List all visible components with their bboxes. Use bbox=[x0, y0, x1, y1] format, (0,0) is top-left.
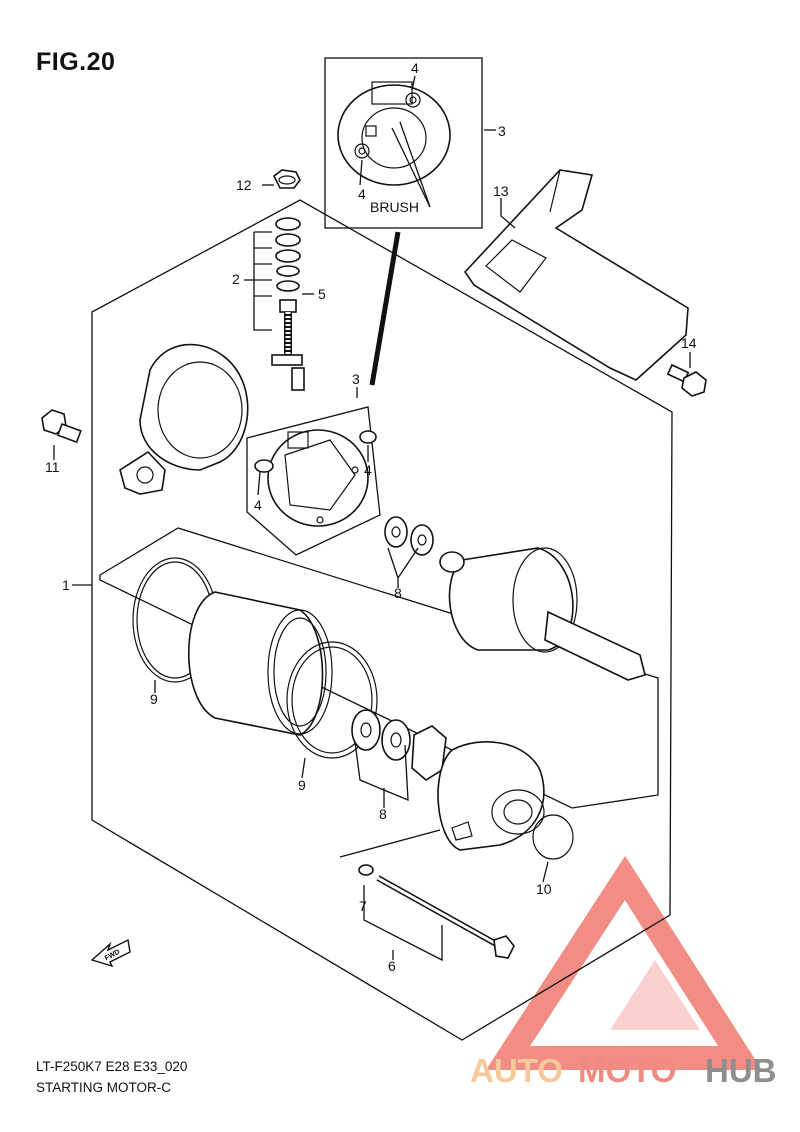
callout-8-top: 8 bbox=[394, 585, 402, 601]
brush-plate-3 bbox=[267, 429, 369, 527]
callout-9-right: 9 bbox=[298, 777, 306, 793]
callout-4-main-right: 4 bbox=[364, 462, 372, 478]
through-bolt-6 bbox=[376, 875, 515, 959]
inset-pointer bbox=[369, 231, 401, 386]
callout-9-left: 9 bbox=[150, 691, 158, 707]
brush-holder-outline bbox=[246, 406, 381, 556]
leader-lines bbox=[53, 75, 691, 962]
screw-4-left bbox=[254, 459, 274, 473]
brush-label: BRUSH bbox=[370, 199, 419, 215]
bolt-14 bbox=[666, 363, 707, 397]
screw-4-right bbox=[359, 430, 377, 444]
inset-box bbox=[324, 57, 483, 229]
callout-12: 12 bbox=[236, 177, 252, 193]
callout-1: 1 bbox=[62, 577, 70, 593]
yoke-housing bbox=[187, 591, 333, 736]
callout-4-main-left: 4 bbox=[254, 497, 262, 513]
housing-end bbox=[437, 741, 545, 851]
callout-4-inset-top: 4 bbox=[411, 60, 419, 76]
callout-5: 5 bbox=[318, 286, 326, 302]
watermark-text: AUTO MOTO HUB bbox=[470, 1052, 777, 1089]
armature bbox=[439, 547, 646, 681]
figure-name: STARTING MOTOR-C bbox=[36, 1080, 171, 1095]
callout-3-main: 3 bbox=[352, 371, 360, 387]
watermark-hub: HUB bbox=[705, 1052, 777, 1089]
starter-cover bbox=[463, 169, 689, 381]
housing-outline bbox=[99, 527, 659, 809]
figure-title: FIG.20 bbox=[36, 48, 116, 76]
callout-4-inset-bottom: 4 bbox=[358, 186, 366, 202]
nut-12 bbox=[272, 169, 301, 189]
fwd-arrow-icon: FWD bbox=[90, 938, 131, 968]
watermark-moto: MOTO bbox=[578, 1052, 676, 1089]
washer-7 bbox=[358, 864, 374, 876]
washers-8-upper bbox=[384, 516, 434, 556]
callout-2: 2 bbox=[232, 271, 240, 287]
watermark-logo bbox=[485, 855, 762, 1070]
end-cap bbox=[119, 343, 249, 495]
callout-3-inset: 3 bbox=[498, 123, 506, 139]
watermark-auto: AUTO bbox=[470, 1052, 563, 1089]
o-ring-10 bbox=[532, 814, 574, 860]
callout-13: 13 bbox=[493, 183, 509, 199]
figure-code: LT-F250K7 E28 E33_020 bbox=[36, 1059, 188, 1074]
inset-brush-plate bbox=[337, 81, 451, 208]
main-assembly-outline bbox=[91, 199, 673, 1041]
washers-8-lower bbox=[351, 709, 447, 781]
callout-11: 11 bbox=[45, 459, 60, 475]
callout-10: 10 bbox=[536, 881, 552, 897]
callout-6: 6 bbox=[388, 958, 396, 974]
callout-8-bottom: 8 bbox=[379, 806, 387, 822]
callout-14: 14 bbox=[681, 335, 697, 351]
terminal-bolt-stack bbox=[271, 217, 305, 391]
callout-7: 7 bbox=[359, 898, 367, 914]
o-ring-9-right bbox=[286, 641, 378, 759]
bolt-11 bbox=[41, 409, 82, 444]
